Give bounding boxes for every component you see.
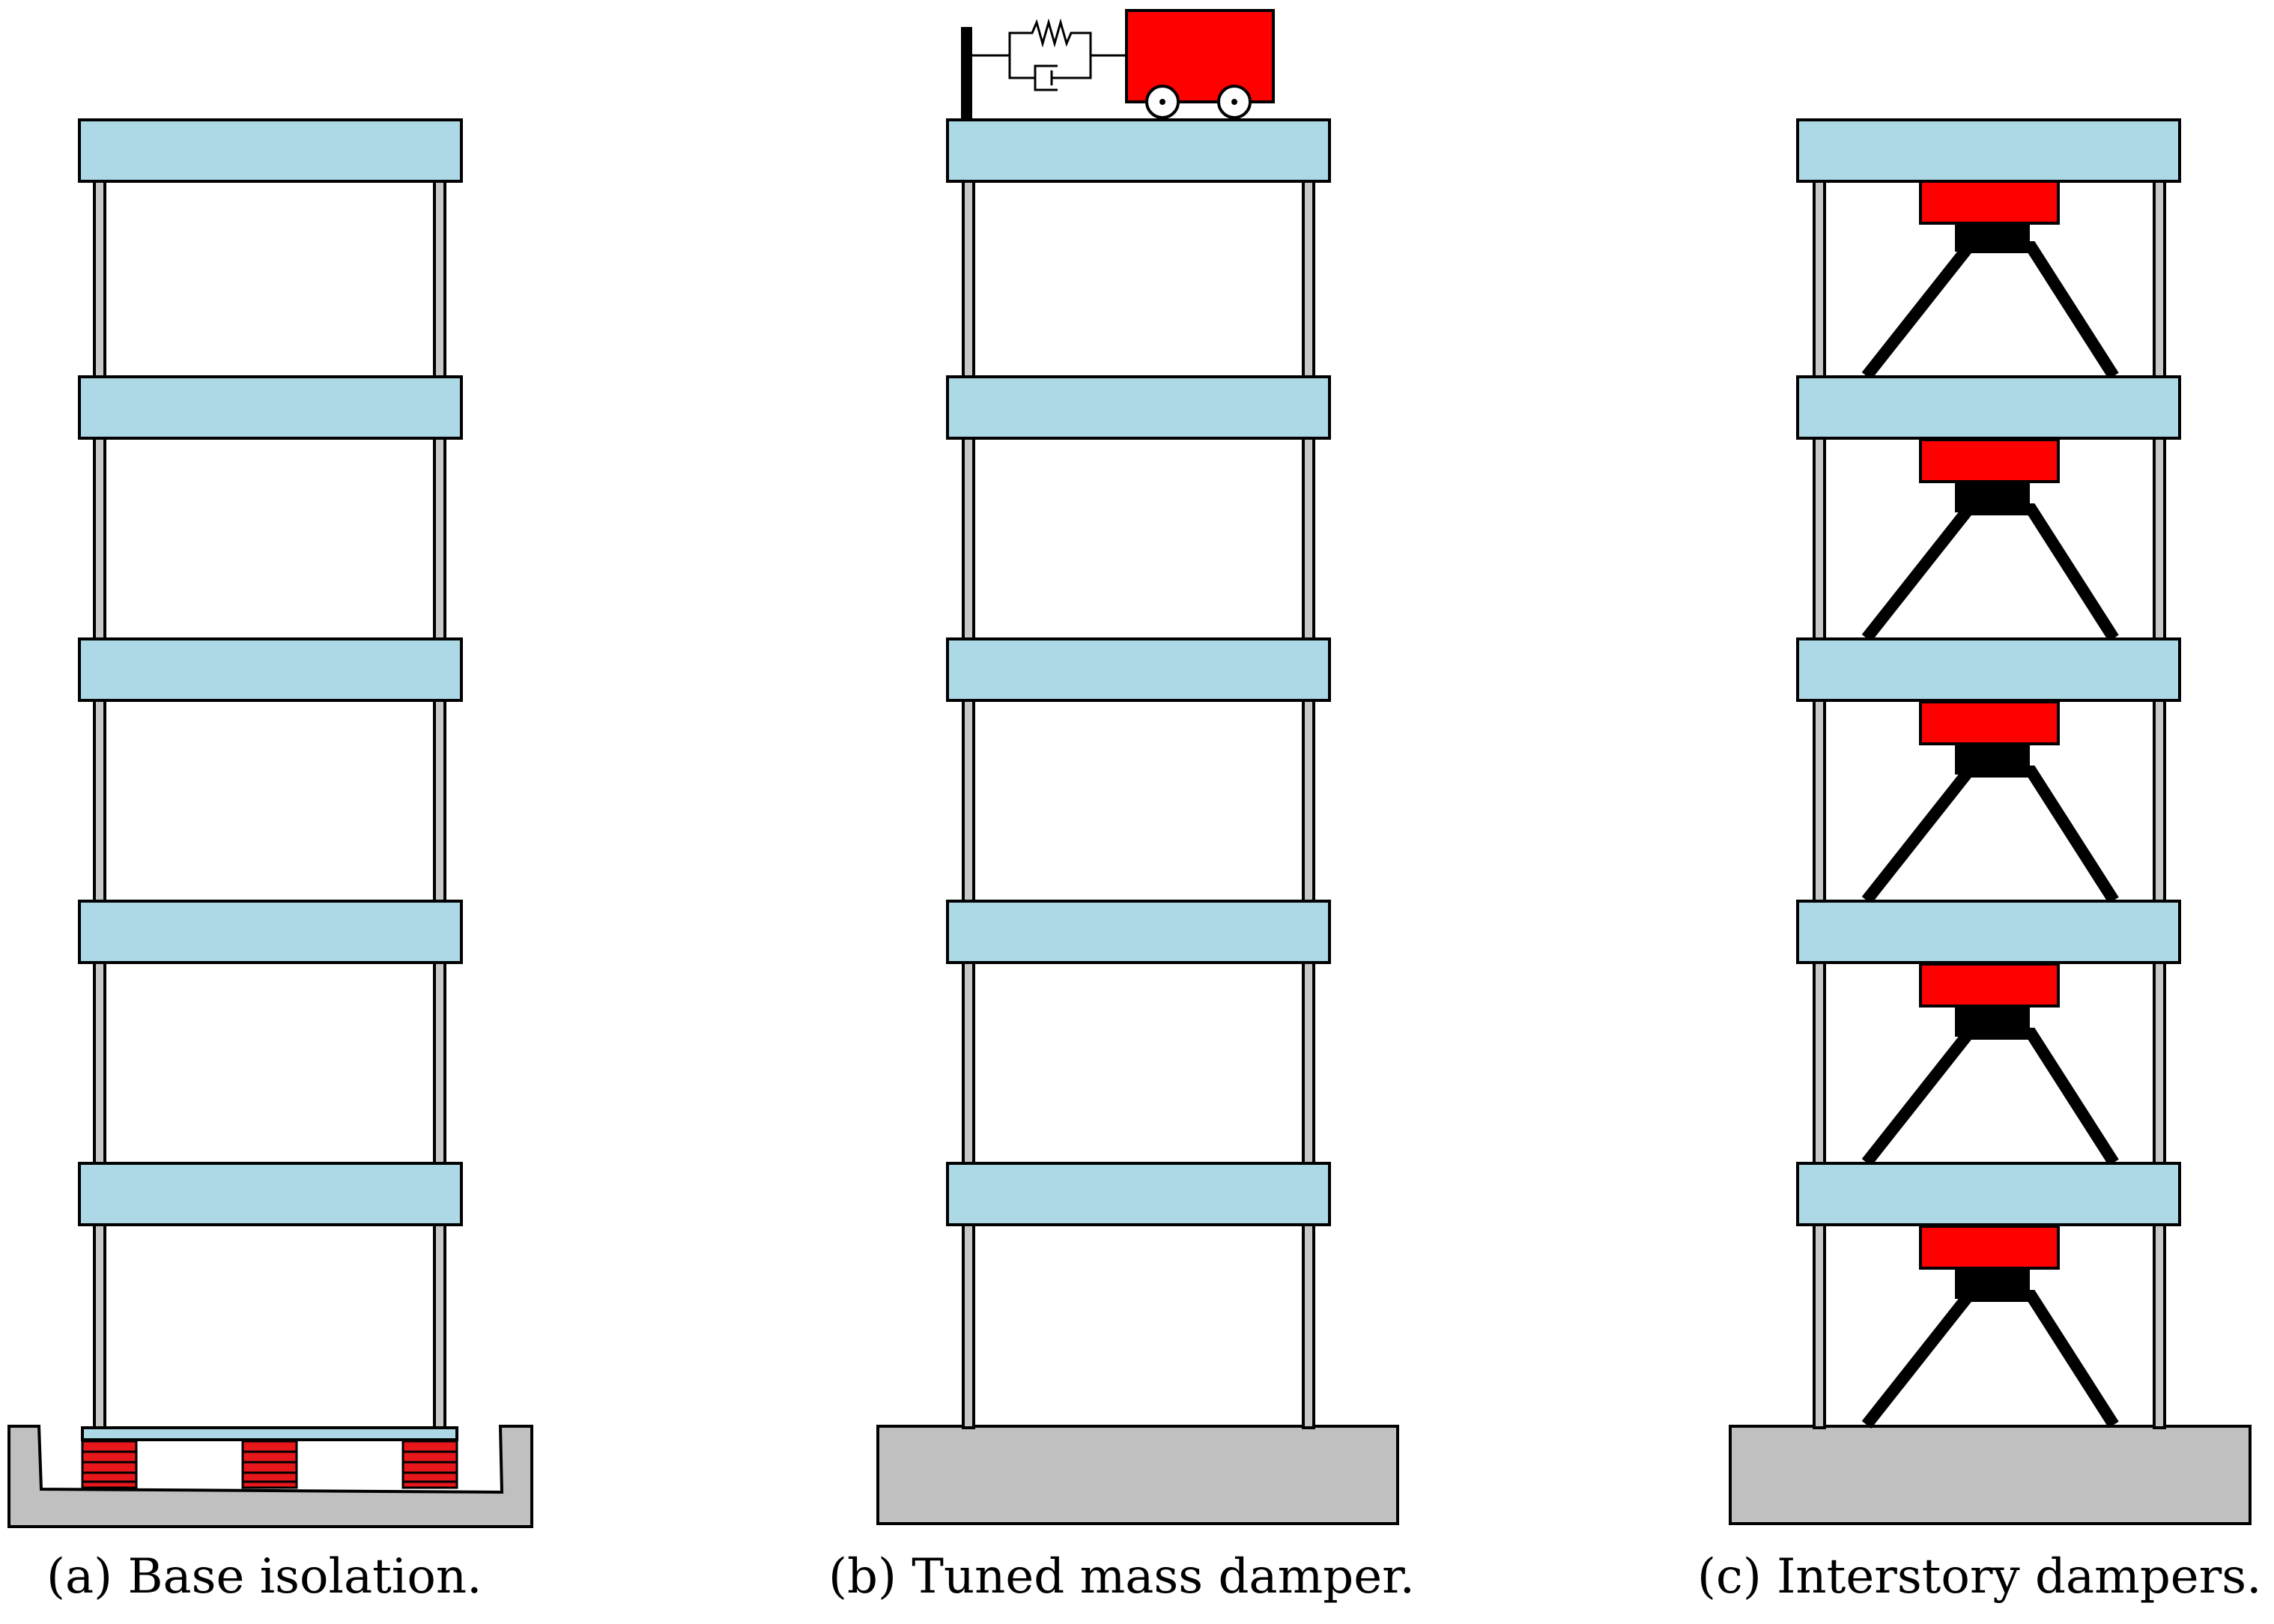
- interstory-damper-2: [1861, 963, 2119, 1166]
- column-left: [1813, 178, 1826, 1429]
- damper-block: [1919, 180, 2060, 225]
- floors-c: [1796, 118, 2181, 1226]
- panel-base-isolation: [7, 118, 533, 1528]
- floors-b: [946, 118, 1331, 1226]
- floor-3: [1796, 637, 2181, 702]
- tuned-mass-damper: [961, 9, 1275, 120]
- floor-5: [78, 118, 463, 183]
- spring-icon: [1008, 18, 1092, 55]
- damper-block: [1919, 438, 2060, 483]
- isolator-pad-left: [81, 1440, 138, 1489]
- floor-1: [78, 1162, 463, 1226]
- isolator-pad-right: [401, 1440, 458, 1489]
- floor-2: [1796, 900, 2181, 964]
- interstory-damper-1: [1861, 1225, 2119, 1428]
- dashpot-icon: [1008, 55, 1092, 91]
- floor-2: [78, 900, 463, 964]
- caption-tuned-mass-damper: (b) Tuned mass damper.: [828, 1549, 1415, 1605]
- panel-tuned-mass-damper: [876, 9, 1399, 1525]
- isolator-pad-middle: [241, 1440, 298, 1489]
- isolator-pads: [81, 1440, 458, 1489]
- floor-5: [946, 118, 1331, 183]
- column-right: [433, 178, 446, 1432]
- wheel-icon-left: [1145, 85, 1180, 119]
- interstory-damper-4: [1861, 438, 2119, 642]
- floor-5: [1796, 118, 2181, 183]
- column-left: [93, 178, 106, 1432]
- column-right: [1302, 178, 1315, 1429]
- columns-b: [962, 178, 1315, 1429]
- isolation-slab: [81, 1426, 458, 1441]
- column-right: [2153, 178, 2166, 1429]
- column-left: [962, 178, 975, 1429]
- interstory-damper-5: [1861, 180, 2119, 380]
- floor-1: [1796, 1162, 2181, 1226]
- columns-a: [93, 178, 446, 1432]
- floor-3: [78, 637, 463, 702]
- damper-block: [1919, 1225, 2060, 1270]
- damper-block: [1919, 700, 2060, 745]
- ground-block: [1729, 1425, 2252, 1525]
- caption-base-isolation: (a) Base isolation.: [46, 1549, 482, 1605]
- floor-4: [1796, 375, 2181, 440]
- interstory-damper-3: [1861, 700, 2119, 904]
- floor-2: [946, 900, 1331, 964]
- floor-4: [78, 375, 463, 440]
- foundation-pit: [7, 1425, 533, 1528]
- floor-3: [946, 637, 1331, 702]
- panel-interstory-dampers: [1729, 118, 2252, 1525]
- wall-post: [961, 27, 972, 120]
- caption-interstory-dampers: (c) Interstory dampers.: [1697, 1549, 2262, 1605]
- ground-block: [876, 1425, 1399, 1525]
- damper-block: [1919, 963, 2060, 1008]
- floor-4: [946, 375, 1331, 440]
- floors-a: [78, 118, 463, 1226]
- wheel-icon-right: [1217, 85, 1252, 119]
- tmd-mass: [1125, 9, 1275, 103]
- floor-1: [946, 1162, 1331, 1226]
